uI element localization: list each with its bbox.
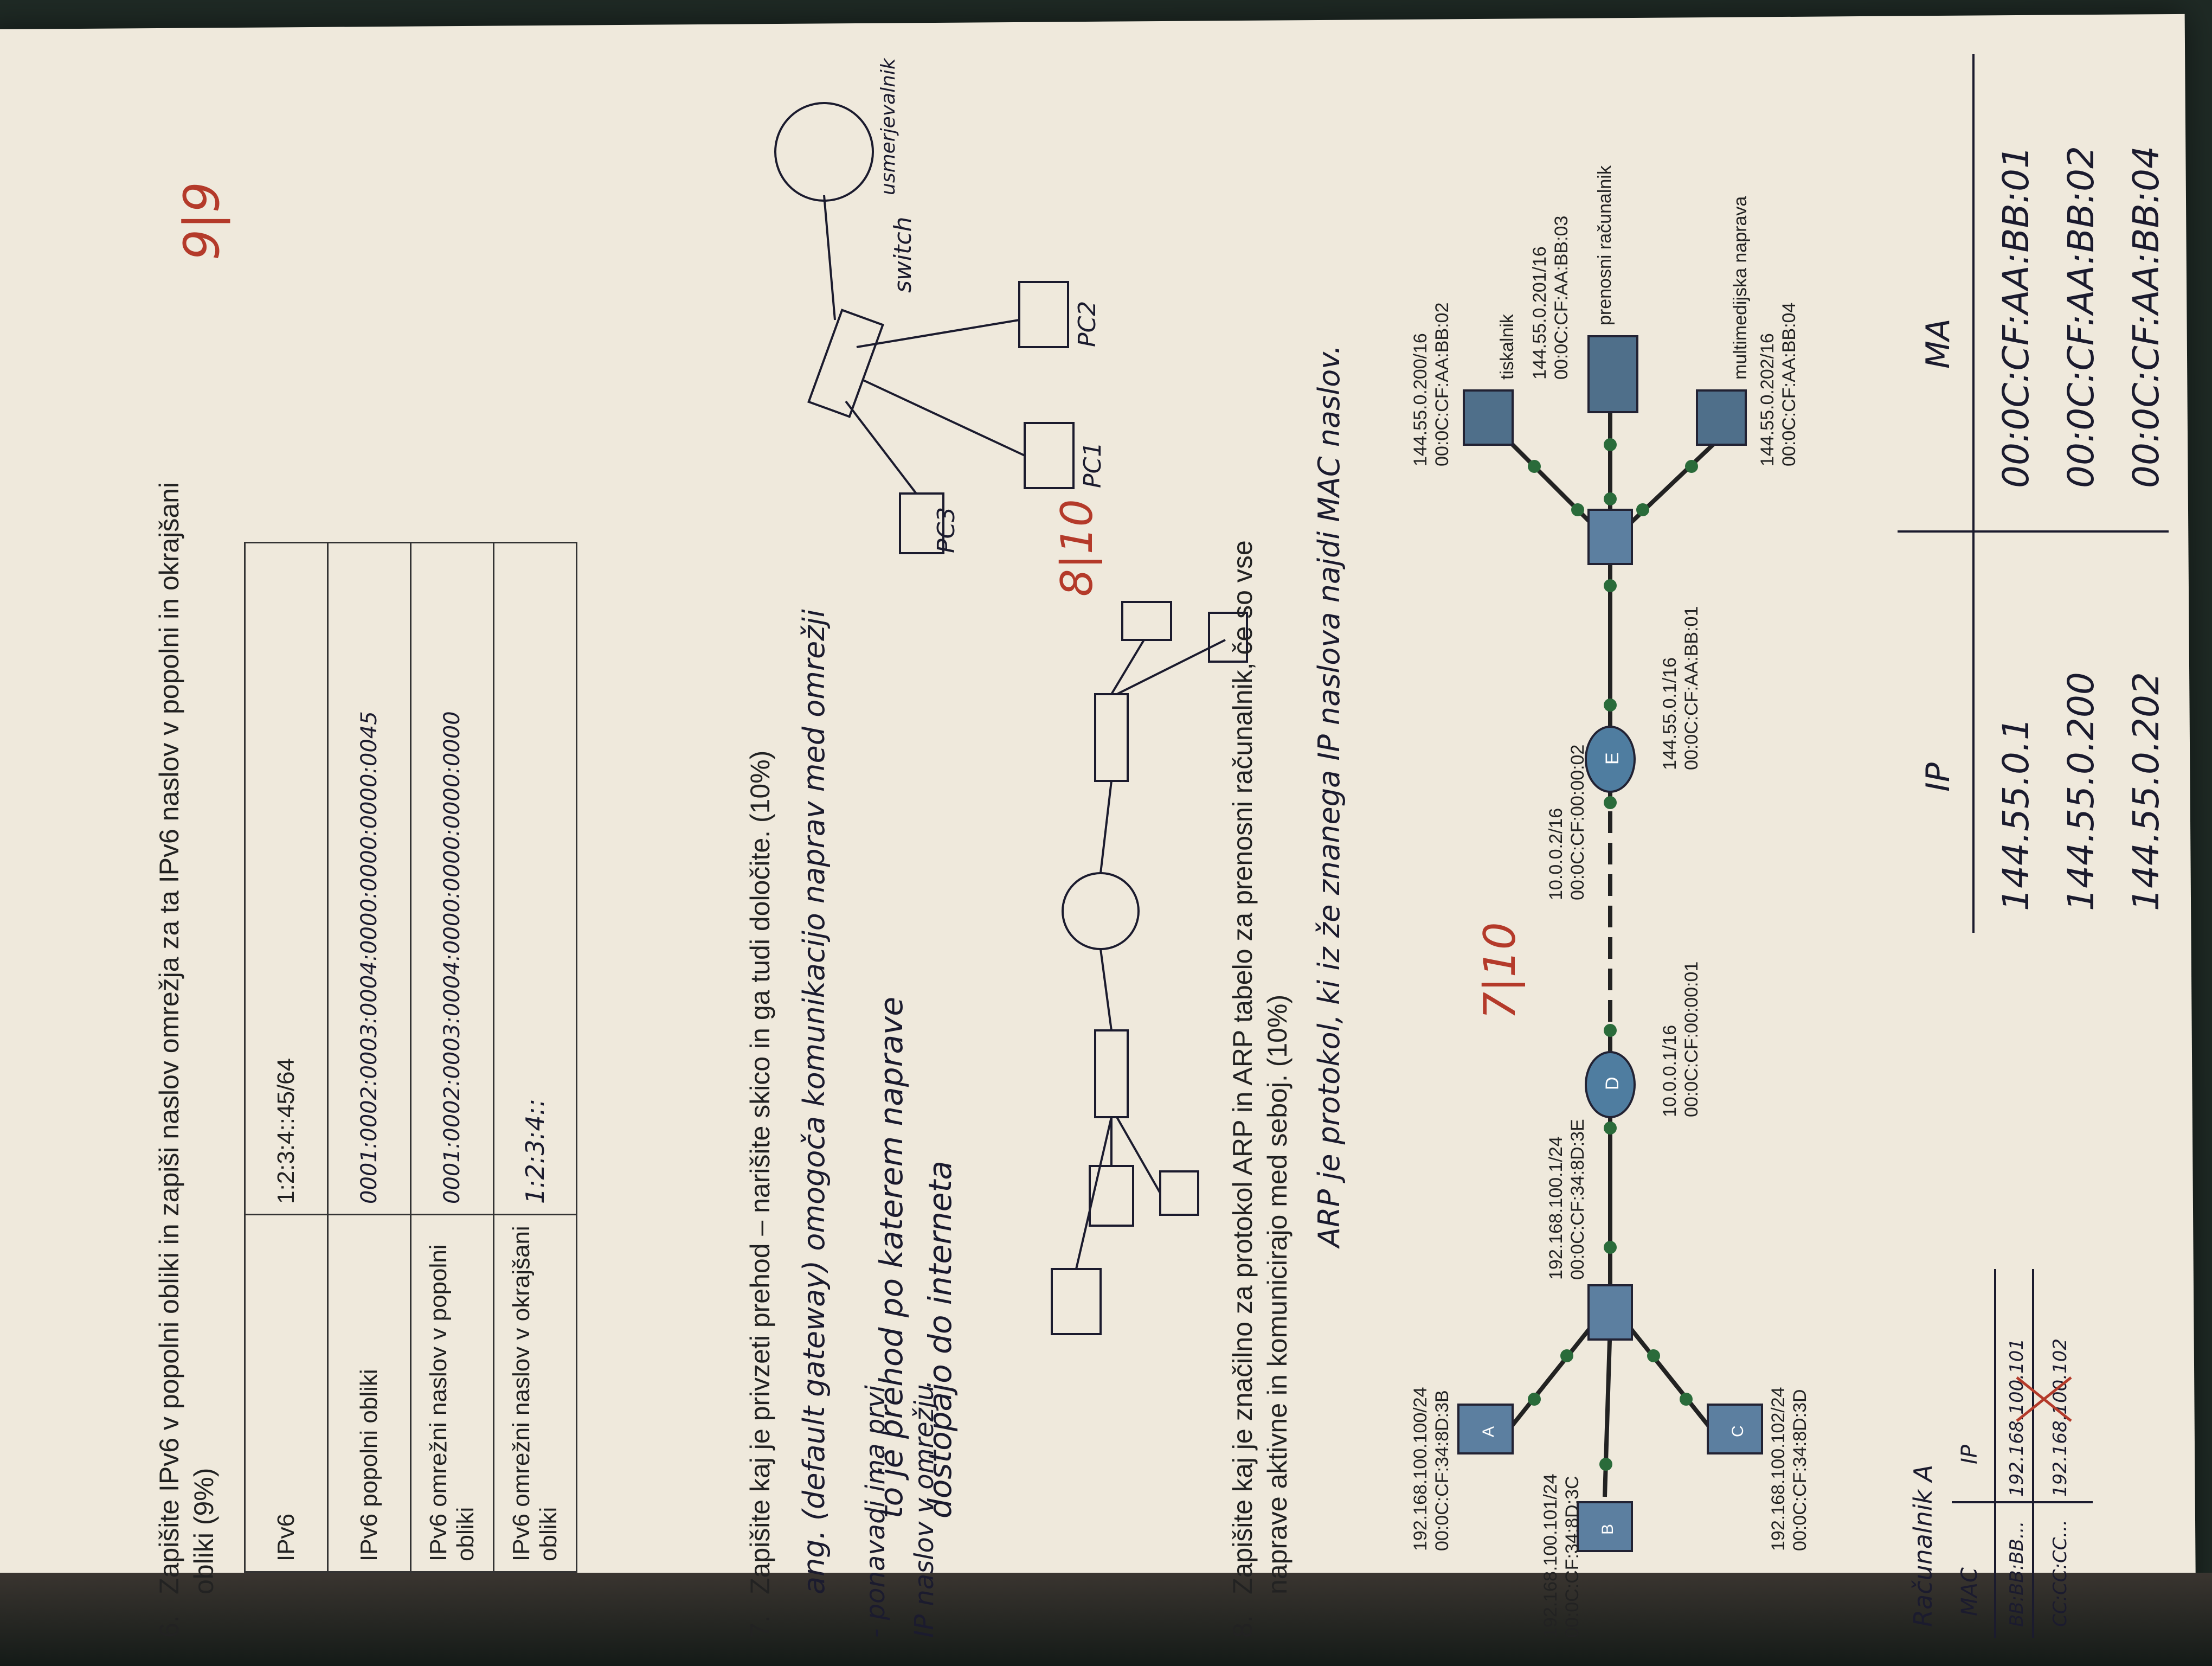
sketch-label: PC2 bbox=[1073, 301, 1101, 347]
sketch-pc-icon bbox=[1208, 612, 1248, 663]
pc-c-label: C bbox=[1729, 1425, 1747, 1437]
switch-icon bbox=[1587, 1284, 1633, 1341]
pc-b-label: B bbox=[1599, 1524, 1617, 1535]
sketch-pc-icon bbox=[1018, 281, 1069, 348]
desk-shadow bbox=[0, 1573, 2212, 1666]
q7-sketch: switch PC3 PC1 PC2 usmerjevalnik bbox=[774, 57, 1248, 1335]
router-e-icon bbox=[1585, 726, 1636, 793]
pc-a-icon bbox=[1457, 1404, 1514, 1454]
sketch-label: PC1 bbox=[1079, 442, 1107, 488]
sketch-label: usmerjevalnik bbox=[877, 57, 899, 195]
switch-icon bbox=[1587, 509, 1633, 565]
sketch-pc-icon bbox=[899, 492, 944, 554]
sketch-pc-icon bbox=[1121, 601, 1172, 641]
pc-c-icon bbox=[1707, 1404, 1763, 1454]
exam-page: 6. Zapišite IPv6 v popolni obliki in zap… bbox=[130, 54, 2190, 1659]
router-d-icon bbox=[1585, 1051, 1636, 1118]
pc-b-icon bbox=[1577, 1501, 1633, 1552]
sketch-switch-icon bbox=[807, 309, 884, 418]
laptop-icon bbox=[1587, 335, 1638, 413]
printer-icon bbox=[1463, 389, 1514, 446]
pc-a-label: A bbox=[1480, 1426, 1497, 1437]
media-device-icon bbox=[1696, 389, 1747, 446]
sketch-label: switch bbox=[889, 217, 917, 293]
router-e-label: E bbox=[1602, 752, 1623, 765]
network-diagram: D E A B C bbox=[1457, 335, 1763, 1552]
sketch-label: PC3 bbox=[933, 507, 960, 553]
router-d-label: D bbox=[1602, 1077, 1623, 1090]
handwritten-table-lines bbox=[1898, 54, 2169, 1638]
